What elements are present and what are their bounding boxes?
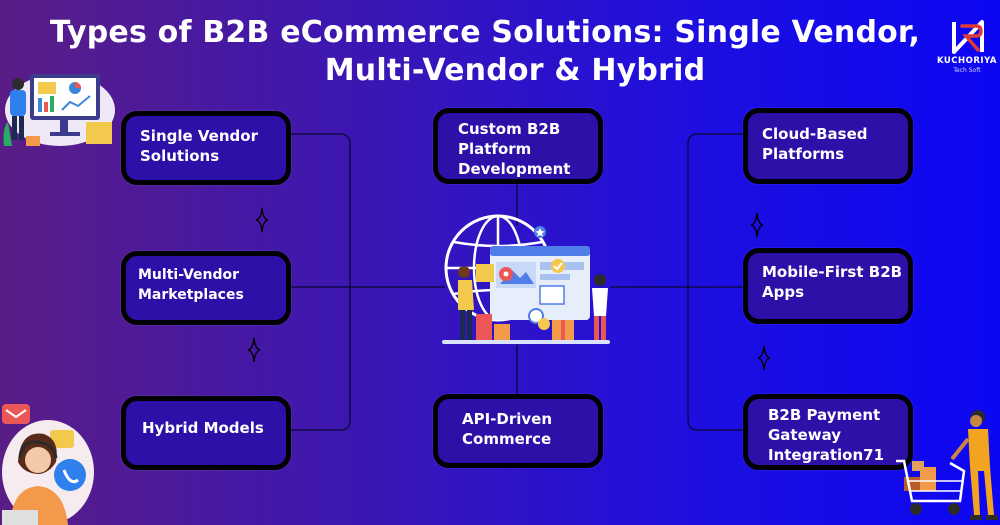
node-label: API-Driven Commerce [462, 410, 553, 448]
node-api-driven: API-Driven Commerce [433, 394, 603, 468]
node-multi-vendor: Multi-Vendor Marketplaces [121, 251, 291, 325]
sparkle-icon [247, 337, 261, 363]
node-label: Cloud-Based Platforms [762, 125, 868, 163]
brand-tagline: Tech Soft [953, 67, 981, 74]
node-label: B2B Payment Gateway Integration71 [768, 406, 885, 464]
node-payment-gateway: B2B Payment Gateway Integration71 [743, 394, 913, 470]
title-line-1: Types of B2B eCommerce Solutions: Single… [49, 15, 921, 50]
brand-logo-icon [952, 20, 984, 54]
node-label: Hybrid Models [142, 419, 264, 437]
node-label: Single Vendor Solutions [140, 127, 258, 165]
node-label: Mobile-First B2B Apps [762, 263, 903, 301]
sparkle-icon [750, 212, 764, 238]
node-label: Custom B2B Platform Development [458, 120, 571, 178]
node-mobile-first: Mobile-First B2B Apps [743, 248, 913, 324]
node-custom-platform: Custom B2B Platform Development [433, 108, 603, 184]
shopping-cart-illustration [896, 410, 998, 520]
brand-name: KUCHORIYA [936, 56, 998, 66]
node-single-vendor: Single Vendor Solutions [121, 111, 291, 185]
page-title: Types of B2B eCommerce Solutions: Single… [0, 14, 1000, 90]
node-label: Multi-Vendor Marketplaces [138, 267, 244, 303]
node-hybrid: Hybrid Models [121, 396, 291, 470]
sparkle-icon [757, 345, 771, 371]
node-cloud-based: Cloud-Based Platforms [743, 108, 913, 184]
analytics-dashboard-illustration [3, 74, 115, 146]
customer-support-illustration [2, 404, 94, 525]
sparkle-icon [255, 207, 269, 233]
ecommerce-globe-illustration [442, 214, 610, 344]
title-line-2: Multi-Vendor & Hybrid [324, 53, 706, 88]
